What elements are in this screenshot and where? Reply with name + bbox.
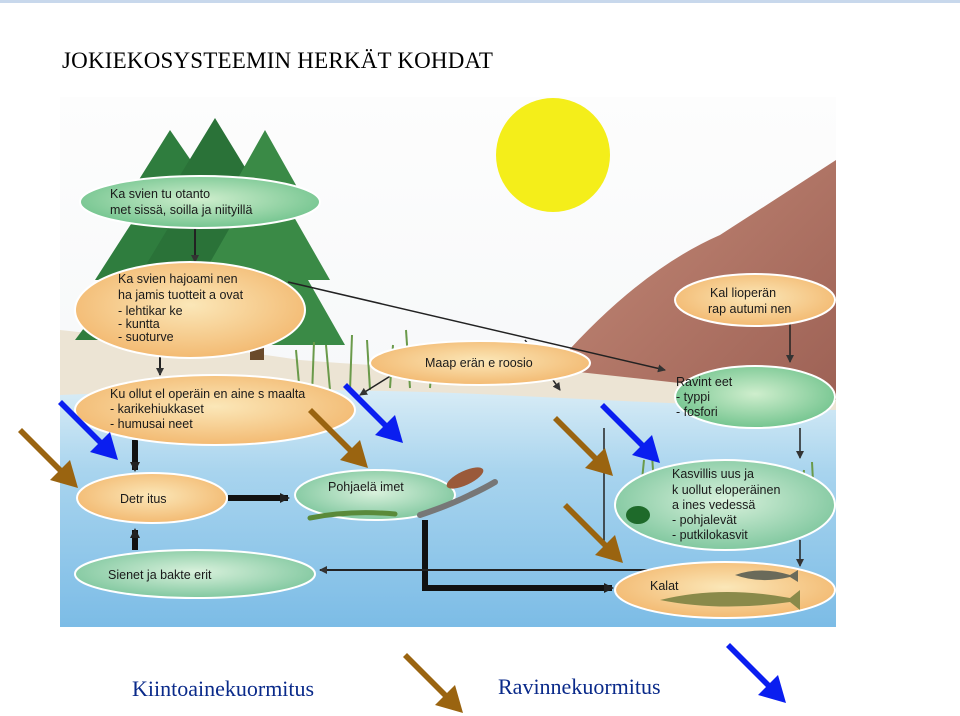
mussel-icon xyxy=(446,467,484,489)
label-vegetation: Kasvillis uus ja k uollut eloperäinen a … xyxy=(672,467,784,542)
label-dead-organic: Ku ollut el operäin en aine s maalta - k… xyxy=(110,387,309,431)
label-bedrock: Kal lioperän rap autumi nen xyxy=(708,286,791,316)
nutrient-arrow-vegetation xyxy=(592,403,660,463)
fish-icon xyxy=(735,570,798,582)
label-nutrients: Ravint eet - typpi - fosfori xyxy=(676,375,736,419)
node-detritus xyxy=(76,472,228,524)
pike-icon xyxy=(660,590,800,610)
label-plant-production: Ka svien tu otanto met sissä, soilla ja … xyxy=(110,187,252,217)
node-soil-erosion xyxy=(369,340,591,386)
node-fish xyxy=(614,561,836,619)
organism-icons xyxy=(307,467,800,610)
node-benthic xyxy=(294,469,456,521)
legend-solids-label: Kiintoainekuormitus xyxy=(132,676,315,701)
node-plant-production xyxy=(79,175,321,229)
nymph-icon xyxy=(307,510,398,521)
page-title: JOKIEKOSYSTEEMIN HERKÄT KOHDAT xyxy=(62,48,494,73)
larva-icon xyxy=(417,479,498,518)
node-decomposition xyxy=(74,261,306,359)
node-fungi-bacteria xyxy=(74,549,316,599)
node-nutrients xyxy=(674,365,836,429)
solids-load-arrows xyxy=(10,408,623,713)
legend-nutrient-arrow xyxy=(718,643,786,703)
label-decomposition: Ka svien hajoami nen ha jamis tuotteit a… xyxy=(118,272,247,344)
label-fungi: Sienet ja bakte erit xyxy=(108,568,212,582)
sun-icon xyxy=(496,98,610,212)
nutrient-arrow-detritus xyxy=(50,400,118,460)
solids-arrow-benthic xyxy=(300,408,368,468)
node-dead-organic xyxy=(74,374,356,446)
nutrient-arrow-benthic xyxy=(335,383,403,443)
label-fish: Kalat xyxy=(650,579,679,593)
node-bedrock-weathering xyxy=(674,273,836,327)
legend-solids-arrow xyxy=(395,653,463,713)
top-border xyxy=(0,0,960,3)
legend-nutrients-label: Ravinnekuormitus xyxy=(498,674,661,699)
node-vegetation xyxy=(614,459,836,551)
label-soil-erosion: Maap erän e roosio xyxy=(425,356,533,370)
label-benthic: Pohjaelä imet xyxy=(328,480,404,494)
label-detritus: Detr itus xyxy=(120,492,167,506)
nutrient-load-arrows xyxy=(50,383,786,703)
lily-pad-icon xyxy=(626,506,650,524)
solids-arrow-detritus xyxy=(10,428,78,488)
solids-arrow-fish xyxy=(555,503,623,563)
solids-arrow-vegetation xyxy=(545,416,613,476)
